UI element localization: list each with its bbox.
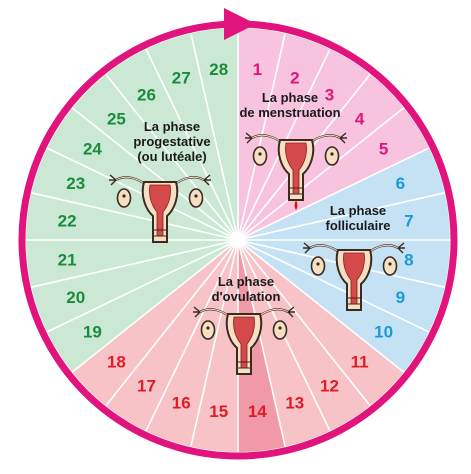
day-label-20: 20 — [66, 288, 85, 307]
day-label-13: 13 — [285, 393, 304, 412]
day-label-16: 16 — [172, 393, 191, 412]
day-label-15: 15 — [209, 402, 228, 421]
phase-label-ovulation: La phase d'ovulation — [212, 274, 281, 304]
day-label-9: 9 — [396, 288, 405, 307]
phase-follicular-line2: folliculaire — [325, 218, 390, 233]
day-label-19: 19 — [83, 323, 102, 342]
day-label-22: 22 — [58, 212, 77, 231]
day-label-8: 8 — [404, 250, 413, 269]
phase-menstruation-line1: La phase — [262, 90, 318, 105]
day-label-10: 10 — [374, 323, 393, 342]
phase-luteal-line3: (ou lutéale) — [137, 149, 206, 164]
day-label-18: 18 — [107, 353, 126, 372]
phase-luteal-line2: progestative — [133, 134, 210, 149]
day-label-14: 14 — [248, 402, 267, 421]
day-label-2: 2 — [290, 69, 299, 88]
day-label-6: 6 — [396, 174, 405, 193]
day-label-27: 27 — [172, 69, 191, 88]
day-label-12: 12 — [320, 377, 339, 396]
day-label-7: 7 — [404, 212, 413, 231]
day-label-5: 5 — [379, 140, 388, 159]
day-label-23: 23 — [66, 174, 85, 193]
day-label-3: 3 — [325, 85, 334, 104]
day-label-24: 24 — [83, 140, 102, 159]
phase-ovulation-line1: La phase — [218, 274, 274, 289]
phase-luteal-line1: La phase — [144, 119, 200, 134]
day-label-25: 25 — [107, 109, 126, 128]
phase-label-luteal: La phase progestative (ou lutéale) — [133, 119, 210, 164]
phase-menstruation-line2: de menstruation — [239, 105, 340, 120]
day-label-1: 1 — [253, 60, 262, 79]
day-label-26: 26 — [137, 85, 156, 104]
day-label-21: 21 — [58, 250, 77, 269]
phase-ovulation-line2: d'ovulation — [212, 289, 281, 304]
phase-label-follicular: La phase folliculaire — [325, 203, 390, 233]
phase-follicular-line1: La phase — [330, 203, 386, 218]
day-label-4: 4 — [355, 109, 365, 128]
day-label-17: 17 — [137, 377, 156, 396]
day-label-11: 11 — [351, 353, 369, 372]
day-label-28: 28 — [209, 60, 228, 79]
